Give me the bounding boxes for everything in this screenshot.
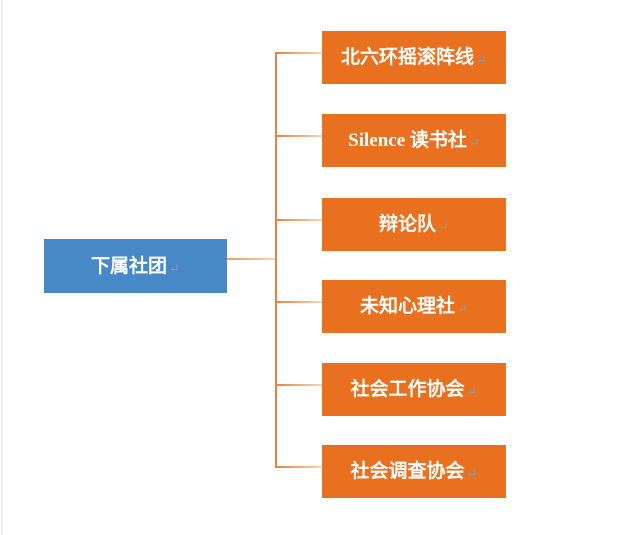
connector-stub (276, 466, 322, 468)
parent-label: 下属社团 (91, 255, 168, 277)
connector-stub (276, 219, 322, 221)
child-label: 辩论队 (379, 214, 437, 235)
child-label: 未知心理社 (360, 296, 456, 317)
connector-stub (276, 135, 322, 137)
connector-stub (276, 52, 322, 54)
node-child[interactable]: 未知心理社↵ (322, 280, 506, 333)
child-label: Silence 读书社 (348, 130, 467, 151)
line-break-mark: ↵ (438, 219, 449, 234)
line-break-mark: ↵ (457, 301, 468, 316)
line-break-mark: ↵ (476, 52, 487, 67)
line-break-mark: ↵ (466, 384, 478, 399)
line-break-mark: ↵ (169, 260, 180, 276)
node-child[interactable]: 社会调查协会↵ (322, 445, 506, 498)
line-break-mark: ↵ (468, 135, 480, 150)
connector-stub (276, 384, 322, 386)
line-break-mark: ↵ (466, 466, 478, 481)
connector-parent (227, 258, 276, 260)
node-child[interactable]: 社会工作协会↵ (322, 363, 506, 416)
node-child[interactable]: 北六环摇滚阵线↵ (322, 31, 506, 84)
child-label: 社会调查协会 (350, 461, 465, 482)
connector-trunk (275, 52, 277, 468)
child-label: 社会工作协会 (350, 379, 465, 400)
page-edge-line (1, 0, 3, 535)
child-label: 北六环摇滚阵线 (341, 47, 475, 68)
node-child[interactable]: 辩论队↵ (322, 198, 506, 251)
connector-stub (276, 301, 322, 303)
node-child[interactable]: Silence 读书社↵ (322, 114, 506, 167)
node-parent[interactable]: 下属社团↵ (44, 239, 227, 293)
